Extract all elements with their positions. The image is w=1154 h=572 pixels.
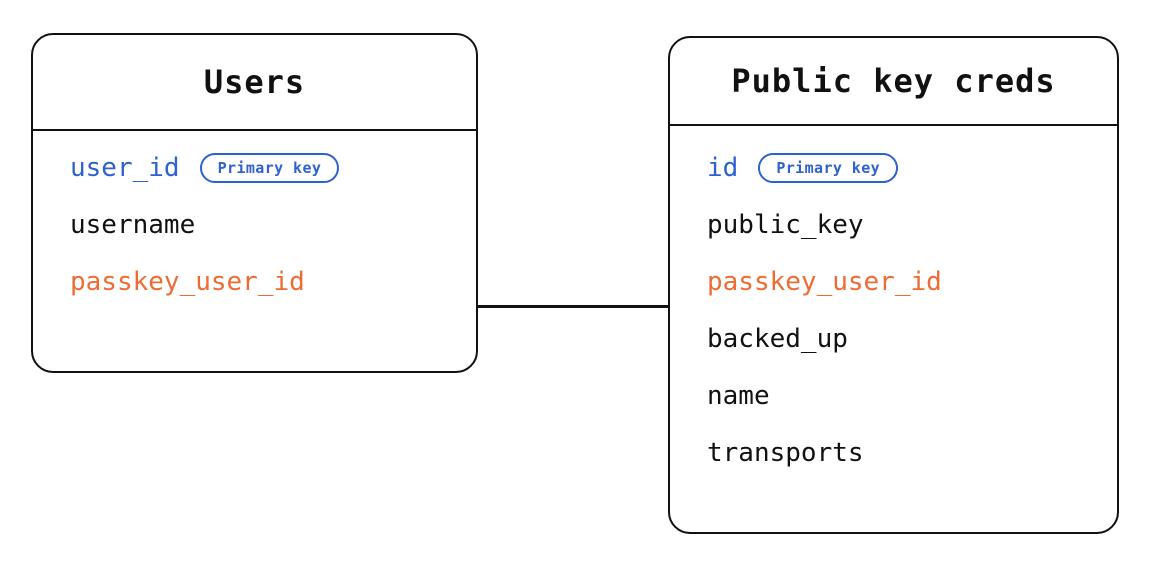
field-name: username [70,210,196,240]
entity-header-public_key_creds: Public key creds [670,38,1117,126]
field-row[interactable]: passkey_user_id [707,265,942,299]
primary-key-badge[interactable]: Primary key [758,153,899,183]
field-name: name [707,381,770,411]
entity-title: Public key creds [731,62,1056,100]
field-row[interactable]: public_key [707,208,864,242]
field-name: passkey_user_id [707,267,942,297]
primary-key-badge[interactable]: Primary key [199,153,340,183]
entity-header-users: Users [33,35,476,131]
field-row[interactable]: username [70,208,195,242]
field-name: user_id [70,153,180,183]
field-name: backed_up [707,324,848,354]
field-row[interactable]: backed_up [707,322,848,356]
field-row[interactable]: id Primary key [707,151,899,185]
field-name: transports [707,438,864,468]
field-row[interactable]: name [707,379,770,413]
primary-key-badge-label: Primary key [217,158,322,177]
field-name: id [707,153,739,183]
entity-title: Users [203,63,306,101]
field-name: passkey_user_id [70,267,305,297]
primary-key-badge-label: Primary key [776,158,881,177]
relationship-connector [476,305,670,308]
field-name: public_key [707,210,864,240]
field-row[interactable]: transports [707,436,864,470]
field-row[interactable]: passkey_user_id [70,265,305,299]
entity-box-users[interactable]: Users user_id Primary key username passkey_u… [31,33,478,373]
entity-field-list-users: user_id Primary key username passkey_user_i… [33,131,476,375]
field-row[interactable]: user_id Primary key [70,151,340,185]
